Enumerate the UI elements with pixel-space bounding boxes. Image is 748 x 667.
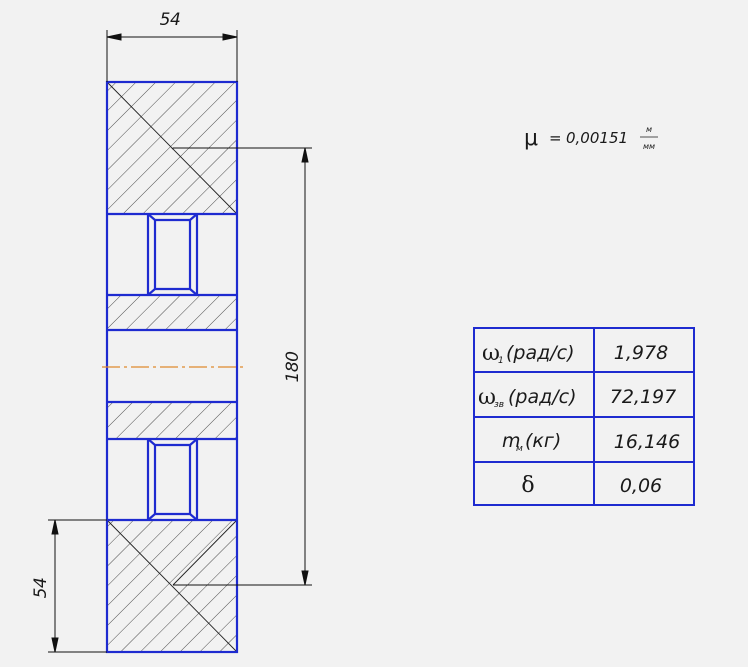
parameters-table: ω 1 (рад/с) 1,978 ω зв (рад/с) 72,197 m … (473, 327, 695, 506)
table-row: m м (кг) 16,146 (502, 430, 680, 454)
row-symbol: ω (478, 385, 496, 410)
hatch-lower-web (107, 402, 237, 439)
row-value: 0,06 (620, 475, 662, 497)
row-unit: (рад/с) (508, 386, 577, 408)
row-value: 72,197 (610, 386, 676, 408)
table-row: ω зв (рад/с) 72,197 (478, 385, 676, 410)
scale-note: μ = 0,00151 м мм (524, 125, 658, 151)
row-symbol: m (502, 430, 521, 452)
row-symbol: ω (482, 341, 500, 366)
scale-equals: = (549, 129, 562, 147)
row-subscript: зв (494, 400, 504, 410)
scale-unit-denominator: мм (643, 142, 655, 151)
row-subscript: м (516, 444, 523, 454)
row-value: 16,146 (614, 431, 680, 453)
table-row: δ 0,06 (521, 473, 662, 498)
dim-height-left-label: 54 (31, 578, 51, 599)
rim-cross-lines (106, 81, 238, 653)
dim-width-top-label: 54 (160, 10, 181, 30)
dimensions (48, 30, 312, 653)
row-unit: (рад/с) (506, 342, 575, 364)
row-unit: (кг) (525, 430, 561, 452)
row-symbol: δ (521, 473, 534, 498)
scale-symbol: μ (524, 126, 538, 151)
scale-unit-numerator: м (646, 125, 652, 134)
row-value: 1,978 (614, 342, 668, 364)
table-row: ω 1 (рад/с) 1,978 (482, 341, 668, 366)
dim-height-right-label: 180 (283, 352, 303, 383)
row-subscript: 1 (498, 356, 504, 366)
scale-value: 0,00151 (566, 129, 628, 147)
hatch-upper-web (107, 295, 237, 330)
section-view (102, 80, 243, 654)
